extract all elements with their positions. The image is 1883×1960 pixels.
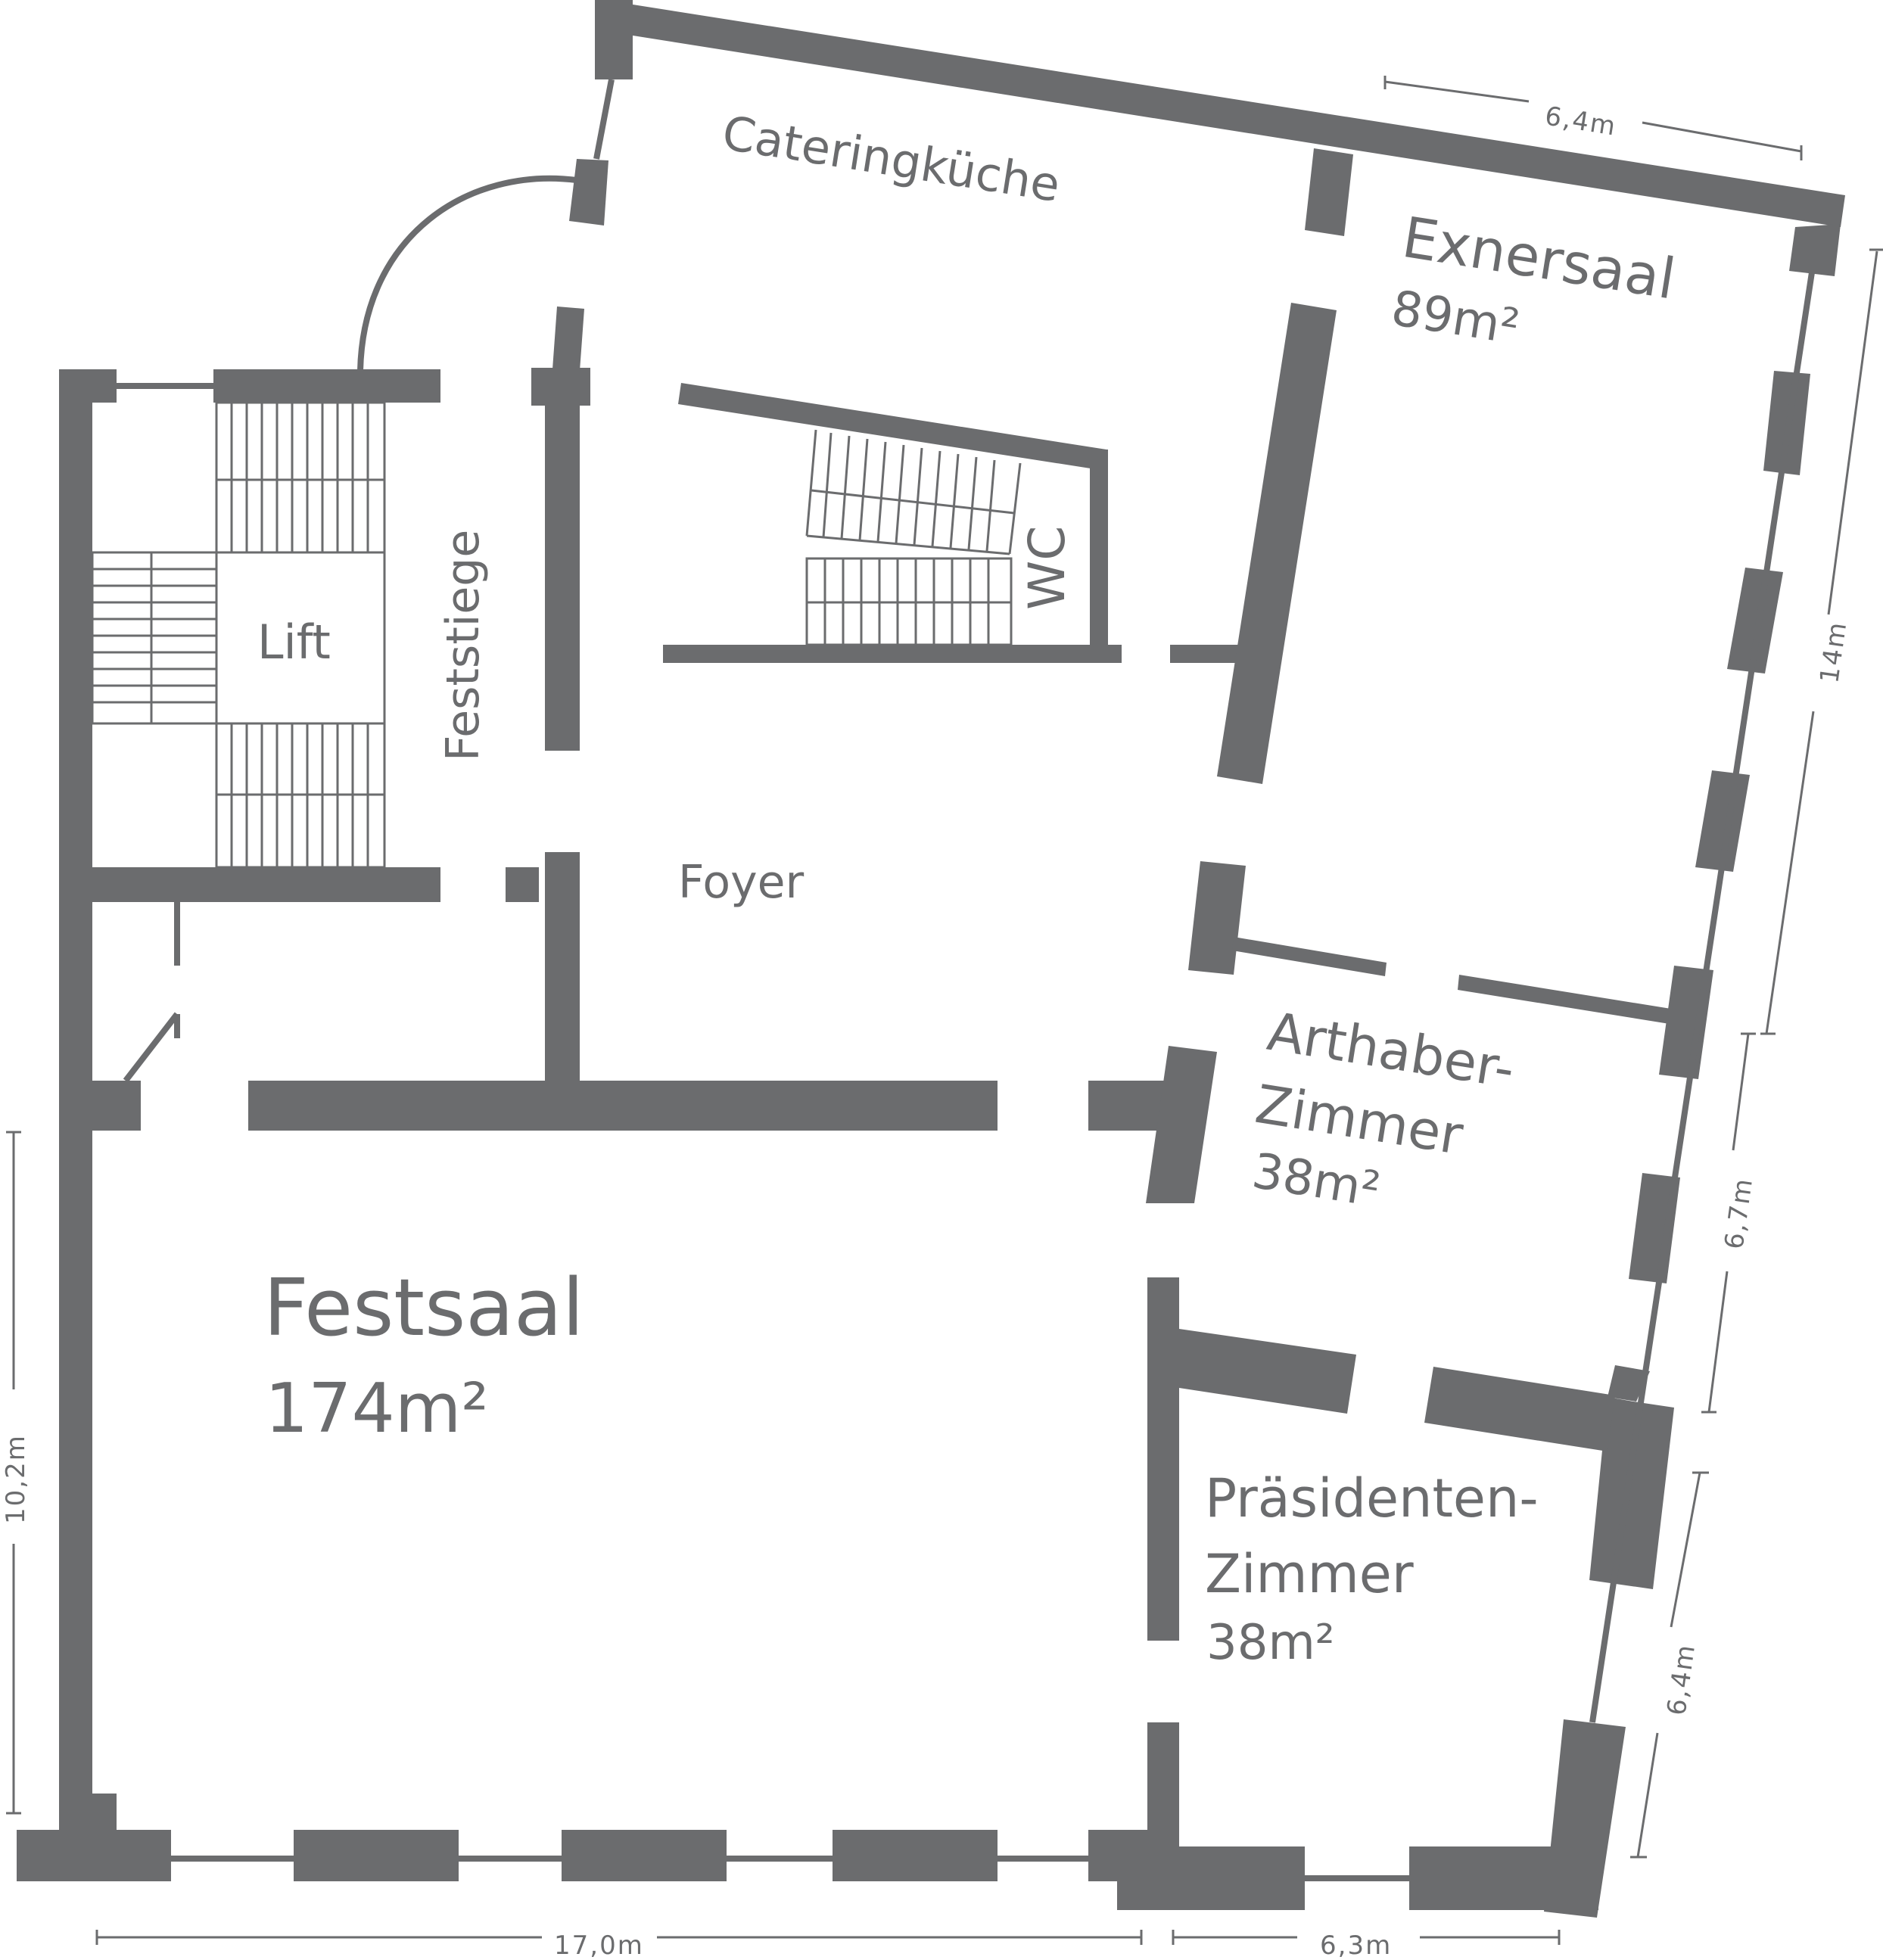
stair-left-bottom-treads [230, 723, 369, 867]
wall-praes-top-right [1424, 1367, 1615, 1451]
wall-bottom-6 [1409, 1846, 1598, 1910]
dimension-lines [6, 76, 1883, 1945]
wall-left-outer [59, 369, 92, 1859]
wall-exner-bottom-right [1458, 975, 1676, 1025]
wall-lift-bottom [92, 867, 440, 902]
wall-feststiege [545, 368, 580, 751]
wall-right-7 [1589, 1397, 1674, 1589]
wall-bottom-left-corner [17, 1794, 171, 1881]
wall-lift-bottom-right [506, 867, 539, 902]
stair-wc-upper-treads [822, 432, 996, 552]
room-label-lift: Lift [257, 614, 331, 670]
wall-curve-pillar [569, 159, 608, 226]
wall-door-swing [123, 1012, 180, 1083]
wall-arthaber-pillar [1146, 1046, 1217, 1203]
dim-label-right-lower: 6,4m [1661, 1641, 1701, 1717]
room-label-festsaal: Festsaal [263, 1262, 584, 1354]
wall-wc-bottom [663, 645, 1122, 663]
wall-left-top [213, 369, 440, 403]
dim-line-right-upper [1760, 248, 1883, 1035]
wall-top-left-post [595, 0, 633, 79]
wall-top-diagonal [599, 0, 1845, 227]
wall-catering-pillar [1305, 148, 1353, 236]
wall-exner-stub [1170, 645, 1238, 663]
stair-left-mid [91, 551, 218, 725]
stair-left-top-treads [230, 403, 369, 552]
room-label-wc: WC [1018, 526, 1076, 610]
wall-top-right-corner [1789, 224, 1841, 276]
wall-right-thin [1589, 272, 1815, 1723]
room-area-praesidenten: 38m² [1206, 1615, 1334, 1671]
wall-exner-bottom-left [1232, 937, 1387, 976]
dim-label-top-right: 6,4m [1543, 101, 1619, 142]
wall-curve [357, 175, 577, 372]
dim-label-left: 10,2m [1, 1434, 31, 1524]
wall-right-5 [1629, 1173, 1680, 1283]
wall-wc-right [1090, 450, 1108, 654]
wall-praes-vertical-top [1147, 1277, 1179, 1641]
stair-wc-upper [805, 429, 1022, 555]
dim-label-right-middle: 6,7m [1719, 1175, 1759, 1251]
wall-festsaal-top [248, 1081, 998, 1131]
dim-line-left [6, 1131, 21, 1815]
wall-wc-top [678, 383, 1106, 471]
room-label-cateringkueche: Cateringküche [719, 105, 1064, 213]
room-label-praesidenten-2: Zimmer [1205, 1543, 1414, 1605]
stair-wc-lower-treads [823, 558, 990, 645]
room-label-feststiege: Feststiege [437, 530, 490, 761]
room-area-arthaber: 38m² [1248, 1143, 1383, 1219]
room-area-festsaal: 174m² [265, 1369, 489, 1448]
dim-line-right-middle [1701, 1032, 1756, 1414]
wall-exner-bottom-pillar [1188, 861, 1246, 975]
dim-label-right-upper: 14m [1814, 619, 1853, 685]
stair-left-top [215, 401, 386, 554]
room-label-praesidenten-1: Präsidenten- [1205, 1467, 1539, 1529]
wall-right-3 [1695, 770, 1750, 872]
wall-right-2 [1727, 568, 1783, 674]
wall-praes-top-left [1179, 1329, 1356, 1414]
wall-festsaal-top-left [92, 1081, 141, 1131]
room-label-foyer: Foyer [678, 856, 805, 909]
stairs [91, 401, 1022, 869]
wall-thin-left-top [593, 79, 615, 160]
dim-label-bottom-left: 17,0m [554, 1930, 644, 1960]
wall-foyer-vertical [545, 852, 580, 1081]
room-area-exnersaal: 89m² [1387, 281, 1523, 356]
dim-line-top-right [1383, 76, 1803, 160]
walls [17, 0, 1845, 1918]
dim-label-bottom-right: 6,3m [1320, 1930, 1392, 1960]
wall-feststiege-upper [552, 306, 584, 371]
dim-line-bottom-left [95, 1930, 1143, 1945]
dim-line-bottom-right [1172, 1930, 1561, 1945]
dim-line-right-lower [1630, 1471, 1709, 1859]
wall-exner-divider [1217, 303, 1337, 784]
wall-bottom-5 [1117, 1846, 1305, 1910]
stair-left-mid-treads [92, 568, 216, 704]
